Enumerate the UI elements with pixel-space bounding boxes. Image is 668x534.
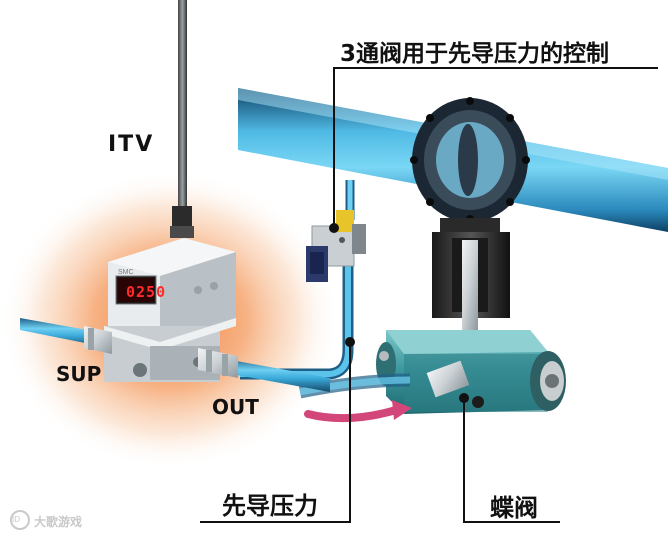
three-way-solenoid-valve <box>306 210 366 282</box>
butterfly-valve-body <box>410 97 530 223</box>
watermark-text: 大歌游戏 <box>34 515 83 529</box>
butterfly-leader-dot <box>459 393 469 403</box>
butterfly-valve-label: 蝶阀 <box>490 494 538 522</box>
actuator <box>376 330 566 414</box>
leader-lines <box>200 67 658 523</box>
itv-label: ITV <box>108 132 155 157</box>
pilot-leader-line <box>200 342 351 523</box>
itv-regulator <box>104 238 236 382</box>
title-label: 3通阀用于先导压力的控制 <box>340 41 610 67</box>
watermark-logo-icon <box>10 510 30 530</box>
out-label: OUT <box>212 395 259 419</box>
sup-label: SUP <box>56 362 102 386</box>
out-fitting <box>198 348 238 378</box>
sup-fitting <box>84 326 112 354</box>
itv-brand-mark: SMC <box>118 269 134 276</box>
title-leader-dot <box>329 223 339 233</box>
flow-arrow <box>304 400 412 423</box>
butterfly-leader-line <box>463 398 560 523</box>
watermark-logo-text: ID <box>12 515 20 524</box>
itv-cable <box>170 0 194 238</box>
valve-yoke <box>432 218 510 330</box>
title-leader-line <box>333 67 658 228</box>
pilot-pressure-label: 先导压力 <box>222 492 318 520</box>
leader-dots <box>329 223 469 403</box>
pilot-leader-dot <box>345 337 355 347</box>
itv-display-value: 0250 <box>126 283 167 301</box>
